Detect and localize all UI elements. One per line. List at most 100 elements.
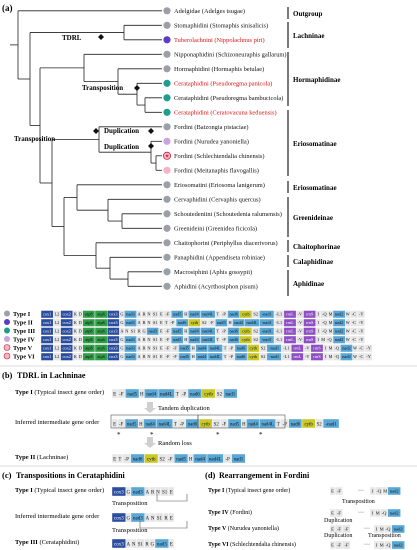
gene-cytb: cytb bbox=[188, 318, 201, 327]
gene-cox1: cox1 bbox=[40, 310, 54, 319]
gene-minus-L1: -L1 bbox=[281, 344, 292, 353]
svg-text:H: H bbox=[139, 423, 143, 428]
svg-text:M: M bbox=[383, 489, 387, 494]
gene-cox3: cox3 bbox=[111, 512, 126, 523]
gene-nad6: nad6 bbox=[234, 344, 248, 353]
taxon-label-16: Chaitophorini (Periphyllus diacerivorus) bbox=[174, 240, 278, 247]
gene-minus-F: -F bbox=[207, 318, 216, 327]
svg-text:nad2: nad2 bbox=[335, 337, 343, 342]
gene-M: M bbox=[378, 524, 385, 534]
svg-text:-F: -F bbox=[166, 354, 170, 359]
svg-text:nad6: nad6 bbox=[190, 393, 200, 398]
svg-text:nad4L: nad4L bbox=[160, 393, 173, 398]
gene-W: W bbox=[352, 352, 358, 361]
d-type6-sub: (Schlechtendalia chinensis) bbox=[230, 541, 296, 548]
taxon-dot-19 bbox=[163, 282, 171, 290]
svg-text:Type I (Typical insect gene or: Type I (Typical insect gene order) bbox=[15, 389, 104, 396]
b-inferred-box-2 bbox=[197, 414, 286, 429]
d-type1-label: Type I bbox=[208, 488, 225, 494]
svg-text:D: D bbox=[79, 320, 82, 325]
gene-G: G bbox=[141, 327, 147, 336]
svg-text:T: T bbox=[224, 354, 227, 359]
svg-text:cytb: cytb bbox=[204, 393, 213, 398]
gene-N: N bbox=[130, 538, 137, 549]
svg-text:-Y: -Y bbox=[359, 337, 364, 342]
svg-text:nad3: nad3 bbox=[126, 312, 134, 317]
svg-text:A: A bbox=[138, 312, 142, 317]
gene-cox3: cox3 bbox=[111, 538, 126, 549]
svg-text:nad4: nad4 bbox=[198, 354, 207, 359]
svg-text:nad4L: nad4L bbox=[202, 329, 213, 334]
gene-S1: S1 bbox=[151, 335, 160, 344]
svg-text:atp8: atp8 bbox=[85, 337, 92, 342]
svg-text:E: E bbox=[170, 543, 173, 548]
svg-text:nad2: nad2 bbox=[335, 312, 343, 317]
gene-cytb: cytb bbox=[301, 418, 316, 429]
taxon-label-12: Eriosomatini (Eriosoma lanigerum) bbox=[174, 182, 265, 189]
gene-nad2: nad2 bbox=[387, 486, 401, 496]
svg-text:cox1: cox1 bbox=[43, 337, 51, 342]
svg-text:nad1: nad1 bbox=[234, 458, 244, 463]
svg-text:A: A bbox=[146, 517, 150, 522]
gene-rrnL: rrnL bbox=[291, 344, 304, 353]
svg-text:rrnL: rrnL bbox=[286, 329, 294, 334]
gene-H: H bbox=[138, 388, 145, 399]
gene-cox1: cox1 bbox=[40, 344, 54, 353]
gene-E: E bbox=[329, 486, 336, 496]
svg-text:-Y: -Y bbox=[359, 329, 364, 334]
gene-T: T bbox=[174, 388, 181, 399]
svg-text:H: H bbox=[189, 458, 193, 463]
gene-G: G bbox=[125, 486, 132, 497]
svg-text:-V: -V bbox=[298, 320, 303, 325]
svg-text:nad3: nad3 bbox=[126, 354, 134, 359]
svg-text:cox2: cox2 bbox=[63, 320, 71, 325]
gene-nad3: nad3 bbox=[130, 486, 145, 497]
svg-text:R: R bbox=[143, 346, 146, 351]
gene-minus-F: -F bbox=[342, 524, 351, 534]
gene-cox3: cox3 bbox=[107, 344, 120, 353]
svg-text:-Y: -Y bbox=[366, 346, 371, 351]
svg-text:S2: S2 bbox=[253, 337, 258, 342]
gene-minus-L1: -L1 bbox=[273, 327, 285, 336]
svg-text:cox1: cox1 bbox=[43, 320, 51, 325]
gene-rrnL: rrnL bbox=[291, 352, 304, 361]
gene-atp6: atp6 bbox=[94, 335, 108, 344]
gene-nad3: nad3 bbox=[124, 352, 137, 361]
svg-text:M: M bbox=[329, 320, 333, 325]
svg-text:nad4: nad4 bbox=[198, 346, 207, 351]
gene-N: N bbox=[124, 327, 130, 336]
gene-M: M bbox=[320, 335, 326, 344]
gene-minus-nad1: -nad1 bbox=[266, 352, 282, 361]
svg-text:K: K bbox=[74, 346, 78, 351]
tandem-arrow bbox=[144, 402, 156, 413]
svg-text:-F: -F bbox=[337, 511, 342, 516]
svg-text:-V: -V bbox=[298, 312, 303, 317]
svg-text:R: R bbox=[143, 312, 146, 317]
svg-text:G: G bbox=[120, 312, 123, 317]
gene-G: G bbox=[119, 318, 125, 327]
gene-A: A bbox=[119, 327, 125, 336]
gene-cox2: cox2 bbox=[60, 352, 74, 361]
gene-minus-F: -F bbox=[334, 540, 343, 550]
gene-nad5: nad5 bbox=[178, 352, 191, 361]
svg-text:-nad1: -nad1 bbox=[269, 346, 279, 351]
taxon-star-10: ★ bbox=[165, 154, 170, 160]
svg-text:S1: S1 bbox=[138, 543, 144, 548]
gene-H: H bbox=[227, 318, 233, 327]
svg-text:S1: S1 bbox=[131, 329, 136, 334]
svg-text:nad4: nad4 bbox=[145, 423, 155, 428]
gene-E: E bbox=[329, 540, 336, 550]
gene-nad6: nad6 bbox=[288, 418, 303, 429]
svg-text:E: E bbox=[160, 354, 163, 359]
gene-I: I bbox=[315, 335, 321, 344]
taxon-label-17: Panaphidini (Appendiseta robiniae) bbox=[174, 255, 265, 262]
svg-text:K: K bbox=[74, 337, 78, 342]
gene-I: I bbox=[369, 508, 376, 518]
svg-text:-L1: -L1 bbox=[283, 346, 289, 351]
svg-text:S1: S1 bbox=[157, 517, 163, 522]
svg-text:nad2: nad2 bbox=[335, 329, 343, 334]
svg-text:-P: -P bbox=[182, 393, 187, 398]
svg-text:-F: -F bbox=[166, 312, 170, 317]
svg-text:-L1: -L1 bbox=[276, 312, 282, 317]
